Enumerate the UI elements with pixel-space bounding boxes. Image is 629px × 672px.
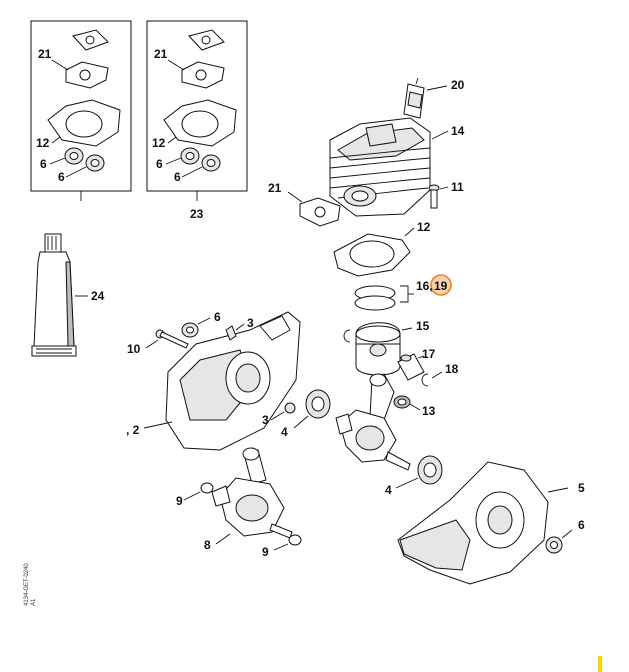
crankcase-left [143,311,301,451]
label-part-18: 18 [445,362,459,376]
label-part-13: 13 [422,404,436,418]
label-part-23: 23 [190,207,204,221]
crankcase-screw [145,329,189,349]
label-part-6: 6 [156,157,163,171]
label-part-6: 6 [578,518,585,532]
label-part-5: 5 [578,481,585,495]
gasket-kit-box-right [146,20,248,201]
label-part-16: 16, [416,279,433,293]
label-part-2: , 2 [126,423,140,437]
crankshaft-lower [211,447,293,545]
label-part-9: 9 [176,494,183,508]
label-part-12: 12 [36,136,50,150]
label-part-9: 9 [262,545,269,559]
piston [355,322,413,376]
gasket-kit-box-left [30,20,132,201]
bearing-lower [395,455,443,489]
label-part-3: 3 [247,316,254,330]
highlight-ring-19 [430,274,452,296]
label-part-24: 24 [91,289,105,303]
label-part-12: 12 [417,220,431,234]
drawing-code: 4134-GET-0240 A1 [24,563,37,606]
spark-plug [403,77,448,119]
label-part-6: 6 [174,170,181,184]
label-part-17: 17 [422,347,436,361]
piston-pin [397,353,425,381]
kit-left-parts [47,29,121,178]
intake-gasket [287,191,341,227]
piston-rings [354,285,414,311]
cylinder [329,117,449,217]
cylinder-gasket [333,227,415,277]
crankshaft-upper [335,373,411,471]
circlip-right [421,371,443,387]
needle-cage [393,395,421,411]
seal-crankcase-right [545,529,573,554]
page-corner-marker [598,656,602,672]
label-part-8: 8 [204,538,211,552]
drawing-code-number: 4134-GET-0240 [24,563,30,606]
seal-crankcase-left [181,317,211,338]
label-part-4: 4 [281,425,288,439]
bearing-centre [293,389,331,429]
label-part-12: 12 [152,136,166,150]
label-part-21: 21 [154,47,168,61]
label-part-21: 21 [38,47,52,61]
cylinder-screw [428,184,449,209]
label-part-6: 6 [214,310,221,324]
ring-9-upper [183,482,214,501]
sleeve-crankcase-left [225,323,245,341]
sealant-tube [31,233,88,357]
label-part-20: 20 [451,78,465,92]
kit-right-parts [163,29,237,178]
ring-9-lower [273,534,302,551]
label-part-11: 11 [451,180,464,194]
seal-centre [270,402,296,421]
circlip-left [343,329,351,343]
label-part-4: 4 [385,483,392,497]
label-part-14: 14 [451,124,465,138]
label-part-10: 10 [127,342,141,356]
crankcase-right [397,461,569,585]
drawing-code-revision: A1 [31,598,37,606]
label-part-19: 19 [434,279,448,293]
label-part-6: 6 [58,170,65,184]
label-part-21: 21 [268,181,282,195]
label-part-3: 3 [262,413,269,427]
label-part-15: 15 [416,319,430,333]
label-part-6: 6 [40,157,47,171]
